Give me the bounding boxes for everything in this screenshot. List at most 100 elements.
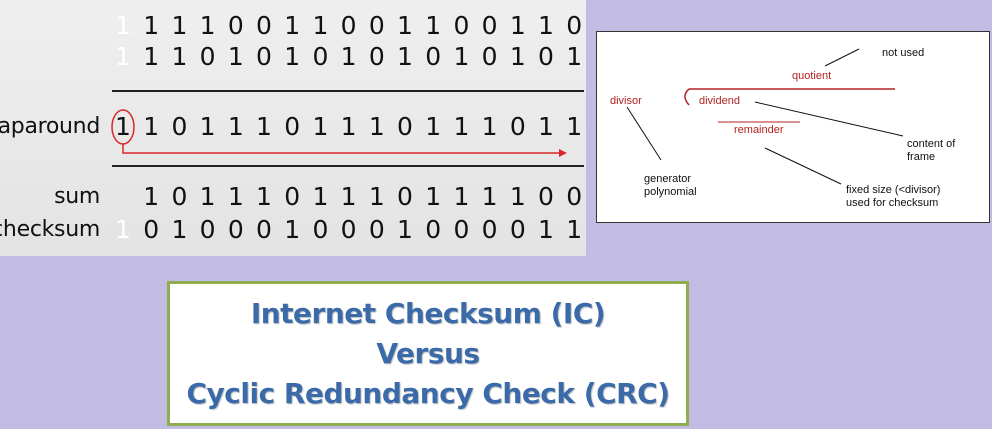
content-of-frame-label-line1: content of bbox=[907, 138, 956, 150]
bit-digit: 1 bbox=[368, 182, 385, 211]
bit-digit: 1 bbox=[227, 42, 244, 71]
bit-digit: 1 bbox=[256, 182, 272, 211]
bit-digit: 0 bbox=[509, 215, 526, 244]
crc-diagram-panel: not used quotient divisor dividend remai… bbox=[596, 31, 990, 223]
fixed-size-label-line1: fixed size (<divisor) bbox=[846, 184, 941, 196]
bit-digit: 1 bbox=[284, 42, 301, 71]
bit-digit: 1 bbox=[481, 112, 498, 141]
bit-digit: 1 bbox=[227, 182, 244, 211]
bit-digit: 0 bbox=[227, 215, 244, 244]
bit-digit: 0 bbox=[425, 215, 442, 244]
bit-digit: 0 bbox=[199, 215, 216, 244]
title-cyclic-redundancy-check: Cyclic Redundancy Check (CRC) bbox=[186, 376, 670, 410]
quotient-label: quotient bbox=[792, 70, 832, 82]
bit-digit: 1 bbox=[171, 215, 188, 244]
bit-digit: 1 bbox=[397, 215, 413, 244]
bit-digit: 1 bbox=[340, 182, 357, 211]
bit-digit: 1 bbox=[171, 11, 188, 40]
sum-label: sum bbox=[54, 184, 100, 209]
wraparound-arrow bbox=[122, 144, 565, 154]
bit-digit: 1 bbox=[284, 11, 301, 40]
bit-digit: 1 bbox=[143, 182, 160, 211]
bit-digit: 0 bbox=[538, 182, 554, 211]
bit-digit: 1 bbox=[143, 42, 160, 71]
fixed-size-pointer bbox=[764, 147, 842, 185]
bit-digit: 1 bbox=[143, 112, 160, 141]
bit-digit: 1 bbox=[340, 42, 357, 71]
bit-digit: 0 bbox=[284, 112, 301, 141]
bit-digit: 1 bbox=[312, 182, 329, 211]
generator-pointer bbox=[626, 106, 662, 161]
bit-digit: 0 bbox=[397, 182, 413, 211]
wraparound-label: wraparound bbox=[0, 114, 100, 139]
bit-digit: 1 bbox=[566, 215, 583, 244]
bit-digit: 1 bbox=[425, 182, 442, 211]
bit-digit: 1 bbox=[453, 42, 470, 71]
bit-digit: 1 bbox=[312, 112, 329, 141]
fixed-size-label-line2: used for checksum bbox=[846, 197, 939, 209]
bit-digit: 0 bbox=[256, 42, 272, 71]
result-divider-line bbox=[112, 165, 584, 167]
bit-digit: 1 bbox=[227, 112, 244, 141]
bit-digit: 0 bbox=[312, 42, 329, 71]
title-versus: Versus bbox=[376, 336, 480, 370]
bit-digit: 1 bbox=[453, 112, 470, 141]
bit-digit: 0 bbox=[143, 215, 160, 244]
bit-digit: 1 bbox=[199, 112, 216, 141]
content-of-frame-pointer bbox=[754, 101, 904, 137]
bit-digit: 1 bbox=[425, 11, 442, 40]
bit-digit: 0 bbox=[199, 42, 216, 71]
remainder-label: remainder bbox=[734, 124, 784, 136]
dividend-label: dividend bbox=[699, 95, 740, 107]
bit-digit: 1 bbox=[115, 11, 131, 40]
wraparound-annotation bbox=[111, 109, 567, 157]
bit-digit: 0 bbox=[566, 11, 583, 40]
bit-digit: 1 bbox=[284, 215, 301, 244]
bit-digit: 1 bbox=[115, 112, 131, 141]
bit-digit: 0 bbox=[481, 11, 498, 40]
not-used-pointer bbox=[824, 48, 860, 67]
bit-digit: 0 bbox=[256, 11, 272, 40]
bit-digit: 1 bbox=[171, 42, 188, 71]
bit-digit: 0 bbox=[368, 11, 385, 40]
generator-polynomial-label-line2: polynomial bbox=[644, 186, 697, 198]
bit-digit: 0 bbox=[566, 182, 583, 211]
bit-digit: 0 bbox=[340, 11, 357, 40]
bit-digit: 1 bbox=[453, 182, 470, 211]
bit-digit: 1 bbox=[509, 11, 526, 40]
bit-digit: 1 bbox=[312, 11, 329, 40]
bit-digit: 0 bbox=[453, 215, 470, 244]
bit-digit: 0 bbox=[312, 215, 329, 244]
generator-polynomial-label-line1: generator bbox=[644, 173, 692, 185]
bit-digit: 0 bbox=[256, 215, 272, 244]
division-bracket bbox=[684, 88, 690, 106]
divisor-label: divisor bbox=[610, 95, 642, 107]
bit-digit: 1 bbox=[199, 182, 216, 211]
not-used-label: not used bbox=[882, 47, 925, 59]
bit-digit: 1 bbox=[425, 112, 442, 141]
bit-digit: 1 bbox=[509, 42, 526, 71]
bit-digit: 1 bbox=[566, 112, 583, 141]
sum-divider-line bbox=[112, 90, 584, 92]
bit-digit: 1 bbox=[397, 42, 413, 71]
bit-digit: 0 bbox=[509, 112, 526, 141]
bit-digit: 0 bbox=[171, 182, 188, 211]
bit-digit: 1 bbox=[538, 215, 554, 244]
title-internet-checksum: Internet Checksum (IC) bbox=[250, 296, 606, 330]
bit-digit: 0 bbox=[171, 112, 188, 141]
title-box: Internet Checksum (IC) Versus Cyclic Red… bbox=[167, 281, 689, 426]
bit-digit: 0 bbox=[340, 215, 357, 244]
bit-digit: 1 bbox=[199, 11, 216, 40]
bit-digit: 1 bbox=[481, 182, 498, 211]
bit-digit: 1 bbox=[256, 112, 272, 141]
bit-digit: 0 bbox=[425, 42, 442, 71]
checksum-label: checksum bbox=[0, 217, 100, 242]
bit-digit: 1 bbox=[538, 11, 554, 40]
bit-digit: 1 bbox=[566, 42, 583, 71]
crc-diagram-lines bbox=[626, 48, 904, 185]
bit-digit: 1 bbox=[397, 11, 413, 40]
